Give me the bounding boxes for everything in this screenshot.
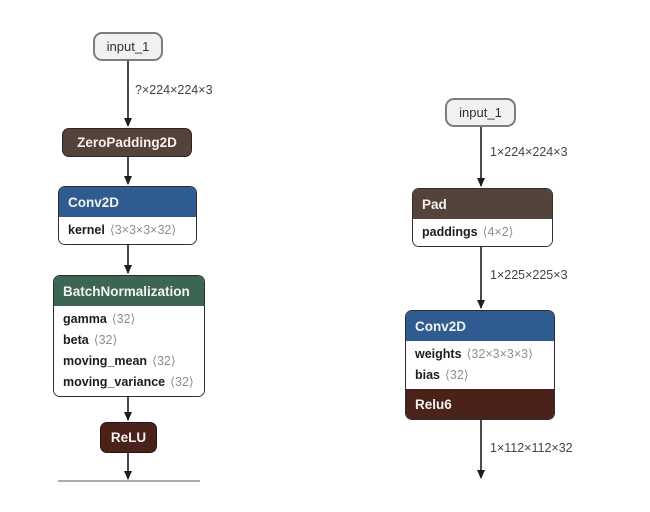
relu-node-label: ReLU	[110, 430, 147, 445]
param-row: bias ⟨32⟩	[406, 365, 554, 386]
param-row: beta ⟨32⟩	[54, 330, 204, 351]
param-row: weights ⟨32×3×3×3⟩	[406, 344, 554, 365]
input-node-label: input_1	[459, 105, 502, 120]
input-node[interactable]: input_1	[445, 98, 516, 127]
batchnormalization-node[interactable]: BatchNormalization gamma ⟨32⟩ beta ⟨32⟩ mo…	[53, 275, 205, 397]
param-name: moving_variance	[63, 375, 166, 389]
tensor-shape-label: 1×112×112×32	[490, 441, 573, 455]
tensor-shape-label: 1×225×225×3	[490, 268, 568, 282]
param-name: gamma	[63, 312, 107, 326]
relu6-node-title: Relu6	[406, 389, 554, 419]
conv2d-node[interactable]: Conv2D kernel ⟨3×3×3×32⟩	[58, 186, 197, 245]
param-row: kernel ⟨3×3×3×32⟩	[59, 219, 196, 242]
param-name: paddings	[422, 225, 478, 239]
param-name: weights	[415, 347, 462, 361]
param-name: bias	[415, 368, 441, 382]
param-name: moving_mean	[63, 354, 148, 368]
param-name: beta	[63, 333, 89, 347]
param-value: ⟨32×3×3×3⟩	[466, 347, 533, 361]
pad-node[interactable]: Pad paddings ⟨4×2⟩	[412, 188, 553, 247]
tensor-shape-label: ?×224×224×3	[135, 83, 213, 97]
param-row: paddings ⟨4×2⟩	[413, 221, 552, 244]
param-row: moving_variance ⟨32⟩	[54, 372, 204, 393]
param-row: gamma ⟨32⟩	[54, 309, 204, 330]
zeropadding2d-node-label: ZeroPadding2D	[77, 135, 177, 150]
param-value: ⟨32⟩	[445, 368, 469, 382]
param-name: kernel	[68, 223, 105, 237]
tensor-shape-label: 1×224×224×3	[490, 145, 568, 159]
param-value: ⟨32⟩	[152, 354, 176, 368]
pad-node-title: Pad	[413, 189, 552, 219]
conv2d-node-title: Conv2D	[406, 311, 554, 341]
param-row: moving_mean ⟨32⟩	[54, 351, 204, 372]
pad-node-params: paddings ⟨4×2⟩	[413, 219, 552, 246]
conv2d-relu6-node[interactable]: Conv2D weights ⟨32×3×3×3⟩ bias ⟨32⟩ Relu6	[405, 310, 555, 420]
input-node-label: input_1	[106, 39, 150, 54]
param-value: ⟨32⟩	[111, 312, 136, 326]
relu-node[interactable]: ReLU	[100, 422, 157, 453]
param-value: ⟨32⟩	[170, 375, 194, 389]
param-value: ⟨4×2⟩	[482, 225, 514, 239]
param-value: ⟨3×3×3×32⟩	[109, 223, 177, 237]
batchnormalization-node-params: gamma ⟨32⟩ beta ⟨32⟩ moving_mean ⟨32⟩ movin…	[54, 306, 204, 396]
param-value: ⟨32⟩	[93, 333, 118, 347]
conv2d-node-params: weights ⟨32×3×3×3⟩ bias ⟨32⟩	[406, 341, 554, 389]
zeropadding2d-node[interactable]: ZeroPadding2D	[62, 128, 192, 157]
conv2d-node-params: kernel ⟨3×3×3×32⟩	[59, 217, 196, 244]
batchnormalization-node-title: BatchNormalization	[54, 276, 204, 306]
conv2d-node-title: Conv2D	[59, 187, 196, 217]
input-node[interactable]: input_1	[93, 32, 163, 61]
